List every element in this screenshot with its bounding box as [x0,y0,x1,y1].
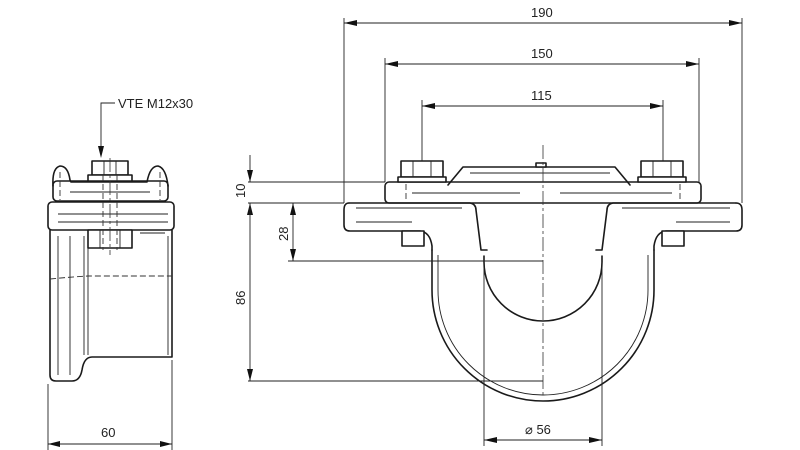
front-bolt-left [397,160,447,183]
bolt-callout-label: VTE M12x30 [118,96,193,111]
dim-150: 150 [384,46,700,182]
svg-text:28: 28 [276,227,291,241]
side-view: VTE M12x30 [47,96,193,450]
svg-text:190: 190 [531,5,553,20]
dim-190: 190 [343,5,743,203]
side-bolt-shank [102,158,118,255]
svg-text:60: 60 [101,425,115,440]
front-view: 190 150 115 10 [233,5,743,446]
front-bolt-right [637,160,687,183]
front-base-flange [343,202,743,251]
dim-60: 60 [47,360,173,450]
front-nut-right [661,230,685,247]
dim-diameter-56: ⌀ 56 [483,262,603,446]
dim-10: 10 [233,155,253,215]
bolt-callout: VTE M12x30 [98,96,193,158]
svg-text:86: 86 [233,291,248,305]
side-base-body [47,201,175,382]
svg-text:115: 115 [531,88,552,103]
dim-115: 115 [421,88,664,161]
dim-86: 86 [233,203,253,381]
svg-text:150: 150 [531,46,553,61]
svg-text:⌀ 56: ⌀ 56 [525,422,551,437]
dim-28: 28 [276,203,296,261]
svg-text:10: 10 [233,184,248,198]
front-nut-left [401,230,425,247]
